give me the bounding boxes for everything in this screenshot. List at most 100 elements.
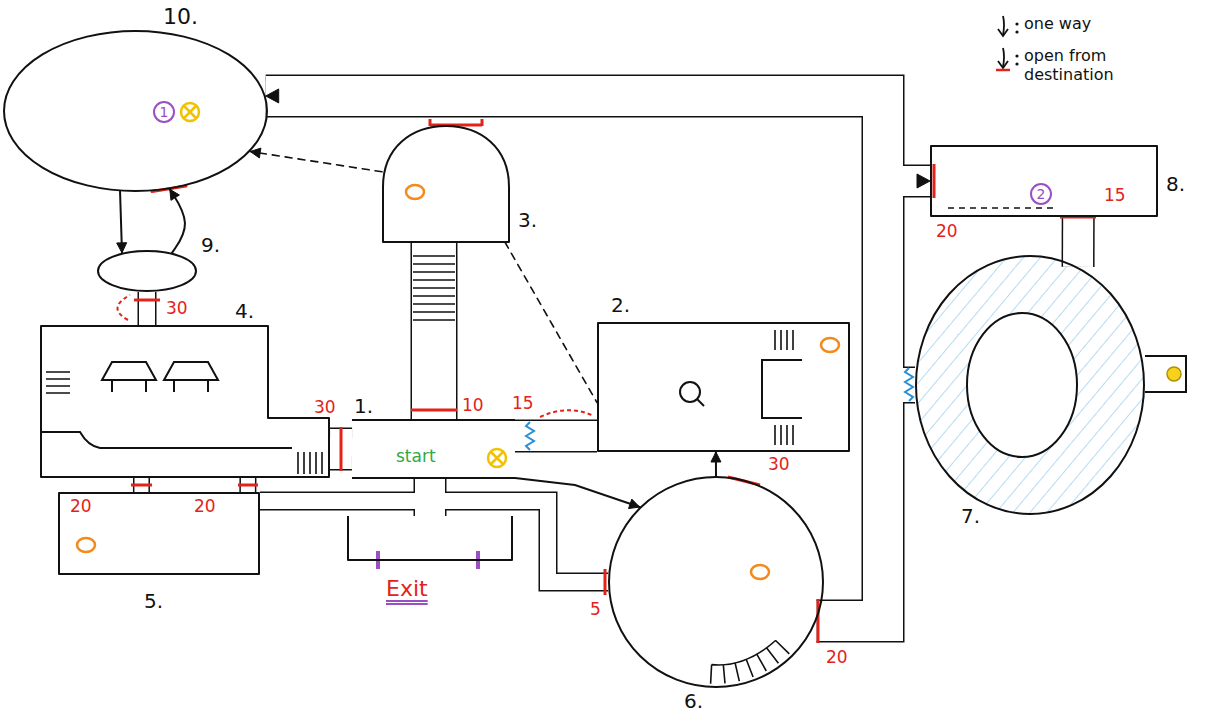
room-number: 2.: [611, 294, 630, 317]
room-dome: 3.: [382, 125, 510, 242]
legend-arrow-head: [998, 61, 1008, 68]
corridor: [413, 478, 446, 516]
arrow-head: [917, 174, 930, 188]
stairs: [298, 452, 322, 474]
save-point: [751, 565, 769, 579]
start-ring: [488, 449, 506, 467]
arrow-head: [711, 452, 721, 462]
room-number: 4.: [235, 300, 254, 323]
legend: one way open from destination: [990, 14, 1205, 90]
arrow-head: [170, 189, 180, 200]
save-point: [77, 538, 95, 552]
legend-arrow: [1003, 48, 1004, 67]
secret-link: [250, 152, 382, 172]
corridor-floor: [266, 96, 915, 385]
door-arc: [540, 410, 594, 417]
collectible: [1167, 367, 1181, 381]
room-number: 8.: [1166, 173, 1185, 196]
room-wall: [609, 477, 823, 687]
start-marker: start: [396, 447, 436, 467]
ramp: [41, 432, 292, 448]
passage-lines: [120, 152, 716, 508]
room-wall: [598, 323, 849, 451]
room-outline: [597, 322, 850, 452]
door-bar: [134, 299, 160, 302]
start-marker-symbol: [488, 449, 506, 467]
start-cross: [491, 452, 503, 464]
room-outline: [930, 145, 1158, 217]
save-point: [821, 338, 839, 352]
secret-link: [505, 242, 597, 403]
corridor: [515, 420, 597, 453]
room-wall: [4, 31, 267, 191]
arrow-head: [629, 499, 640, 508]
legend-swatch: [990, 46, 1024, 72]
room-wall: [383, 126, 509, 242]
door-cost: 30: [768, 455, 790, 475]
room-box: 4.: [40, 325, 330, 478]
corridor-floor: [266, 96, 883, 621]
room-wall: [59, 493, 259, 574]
corridor: [266, 96, 915, 385]
alcove: [1145, 356, 1186, 392]
room-outline: [382, 125, 510, 242]
arrow-heads: [117, 89, 930, 509]
water-gate: [526, 422, 534, 450]
legend-colon: [1015, 22, 1018, 25]
stairs: [413, 256, 455, 320]
one-way-link: [515, 478, 640, 507]
room-number: 7.: [961, 505, 980, 528]
door-bar: [131, 484, 258, 487]
door-cost: 15: [512, 394, 534, 414]
corridor-floor: [139, 292, 155, 325]
legend-swatch: [990, 14, 1024, 40]
legend-colon: [1015, 54, 1018, 57]
room-outline: [348, 516, 512, 560]
one-way-link: [170, 189, 185, 253]
table: [102, 362, 156, 392]
door-bar: [411, 409, 457, 412]
key-item: [680, 382, 704, 406]
room-outline: [97, 250, 197, 292]
room-number: 10.: [163, 4, 198, 29]
corridor-floor: [1063, 217, 1093, 267]
stairs: [46, 372, 70, 393]
corridor: [138, 292, 157, 325]
corridor: [266, 96, 930, 181]
corridor: [1062, 217, 1095, 267]
room-outline: [915, 255, 1145, 515]
corridor-floor: [266, 96, 930, 181]
room-number: 1.: [354, 395, 373, 418]
door-cost: 30: [166, 299, 188, 319]
treasure-marker: [181, 103, 199, 121]
door-bar: [817, 599, 820, 643]
legend-text: one way: [1024, 14, 1091, 33]
corridor-floor: [515, 421, 597, 451]
room-box: 8.: [930, 145, 1158, 217]
corridor-floor: [415, 478, 445, 516]
stairs: [711, 641, 790, 684]
room-outline: [608, 476, 824, 688]
room-number: 3.: [518, 209, 537, 232]
door-bar: [604, 569, 607, 595]
legend-arrow-head: [998, 29, 1008, 36]
treasure-ring: [181, 103, 199, 121]
room-wall: [348, 516, 512, 560]
door-cost: 30: [314, 398, 336, 418]
door-bar: [340, 427, 343, 471]
legend-entry: open from destination: [990, 46, 1205, 84]
door-cost: 15: [1104, 186, 1126, 206]
corridor: [330, 427, 352, 470]
ledge: [762, 360, 802, 418]
door-cost: 20: [936, 222, 958, 242]
legend-door-bar: [996, 69, 1010, 72]
room-wall: [967, 313, 1077, 457]
exit-label: Exit: [386, 576, 428, 601]
legend-colon: [1015, 62, 1018, 65]
room-number: 5.: [144, 590, 163, 613]
water-gate: [905, 368, 913, 401]
door-cost: 20: [194, 497, 216, 517]
